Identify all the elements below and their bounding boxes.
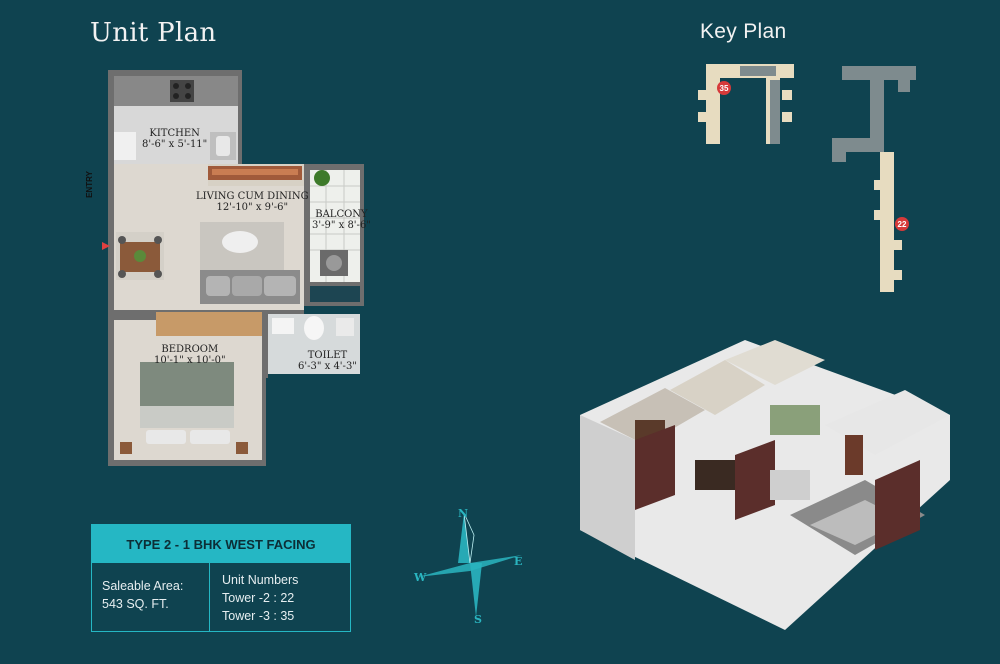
unit-type-heading: TYPE 2 - 1 BHK WEST FACING [92, 525, 350, 563]
kitchen-label: KITCHEN 8'-6" x 5'-11" [142, 128, 207, 150]
living-size: 12'-10" x 9'-6" [216, 202, 289, 213]
saleable-area-value: 543 SQ. FT. [102, 597, 169, 611]
isometric-3d-view [580, 340, 950, 630]
key-plan-title: Key Plan [700, 20, 787, 43]
key-plan-map: 35 22 [698, 64, 916, 292]
bedroom-label: BEDROOM 10'-1" x 10'-0" [154, 344, 226, 366]
living-label: LIVING CUM DINING 12'-10" x 9'-6" [196, 191, 309, 213]
unit-info-box: TYPE 2 - 1 BHK WEST FACING Saleable Area… [91, 524, 351, 632]
unit-numbers-label: Unit Numbers [222, 573, 299, 587]
compass-icon: N S E W [413, 507, 522, 625]
floor-plan-drawing [102, 70, 364, 466]
unit-numbers: Unit Numbers Tower -2 : 22 Tower -3 : 35 [210, 563, 308, 631]
kitchen-size: 8'-6" x 5'-11" [142, 139, 208, 150]
balcony-size: 3'-9" x 8'-6" [312, 220, 371, 231]
balcony-label: BALCONY 3'-9" x 8'-6" [312, 209, 371, 231]
key-marker-35: 35 [720, 84, 729, 93]
balcony-name: BALCONY [315, 209, 368, 220]
compass-e: E [514, 555, 522, 568]
unit-plan-title: Unit Plan [90, 18, 217, 48]
floor-plan: KITCHEN 8'-6" x 5'-11" LIVING CUM DINING… [100, 66, 371, 468]
living-name: LIVING CUM DINING [196, 191, 309, 202]
compass-s: S [474, 613, 482, 625]
compass-w: W [413, 571, 427, 584]
entry-label: ENTRY [84, 171, 94, 198]
key-marker-22: 22 [898, 220, 907, 229]
toilet-name: TOILET [307, 350, 348, 361]
toilet-label: TOILET 6'-3" x 4'-3" [298, 350, 357, 372]
saleable-area: Saleable Area: 543 SQ. FT. [92, 563, 210, 631]
compass-n: N [458, 507, 468, 520]
toilet-size: 6'-3" x 4'-3" [298, 361, 357, 372]
unit-number-tower-2: Tower -2 : 22 [222, 591, 295, 605]
saleable-area-label: Saleable Area: [102, 579, 184, 593]
unit-number-tower-3: Tower -3 : 35 [222, 609, 295, 623]
bedroom-size: 10'-1" x 10'-0" [154, 355, 226, 366]
bedroom-name: BEDROOM [161, 344, 219, 355]
kitchen-name: KITCHEN [149, 128, 200, 139]
